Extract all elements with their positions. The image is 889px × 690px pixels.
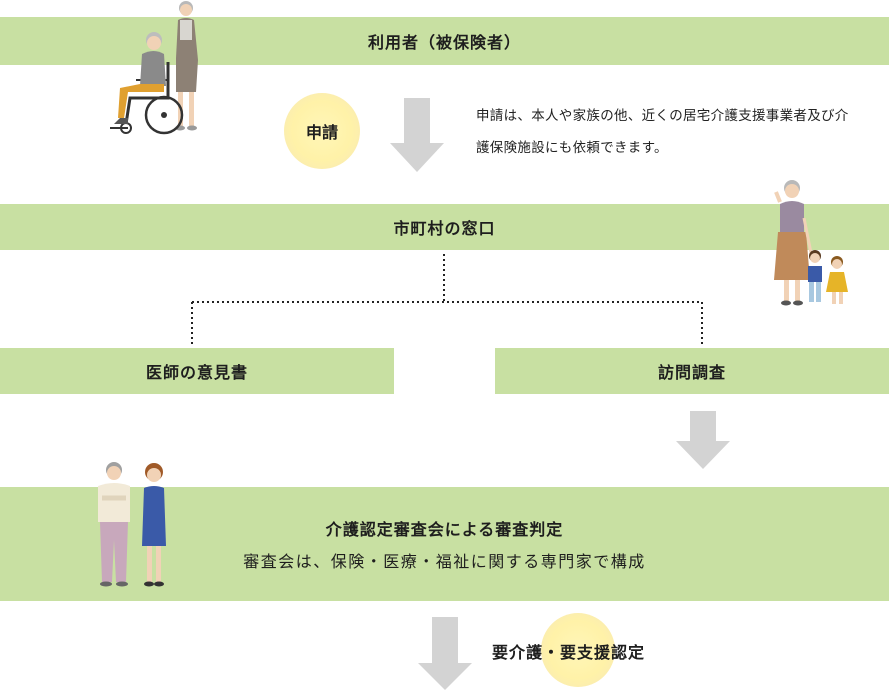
down-arrow-1 (390, 98, 444, 172)
band-doctor-opinion: 医師の意見書 (0, 348, 394, 394)
result-label: 要介護・要支援認定 (492, 639, 645, 663)
band-home-visit: 訪問調査 (495, 348, 889, 394)
band-home-visit-label: 訪問調査 (657, 363, 726, 382)
apply-note: 申請は、本人や家族の他、近くの居宅介護支援事業者及び介 護保険施設にも依頼できま… (476, 100, 888, 164)
apply-note-line-2: 護保険施設にも依頼できます。 (476, 140, 668, 156)
wheelchair-caregiver-illustration (110, 1, 198, 135)
experts-illustration (98, 462, 166, 587)
committee-title: 介護認定審査会による審査判定 (325, 520, 564, 539)
band-municipality: 市町村の窓口 (0, 204, 889, 250)
down-arrow-2 (676, 411, 730, 469)
apply-note-line-1: 申請は、本人や家族の他、近くの居宅介護支援事業者及び介 (476, 108, 849, 124)
result-bubble (541, 613, 615, 687)
apply-bubble-label: 申請 (305, 123, 338, 142)
band-doctor-opinion-label: 医師の意見書 (145, 363, 248, 382)
band-municipality-label: 市町村の窓口 (393, 219, 496, 238)
result-label-text: 要介護・要支援認定 (492, 643, 646, 662)
family-illustration (774, 180, 848, 306)
apply-bubble: 申請 (284, 93, 360, 169)
down-arrow-3 (418, 617, 472, 690)
committee-subtitle: 審査会は、保険・医療・福祉に関する専門家で構成 (243, 552, 646, 571)
band-user-label: 利用者（被保険者） (367, 33, 521, 52)
branch-connector (191, 254, 703, 346)
